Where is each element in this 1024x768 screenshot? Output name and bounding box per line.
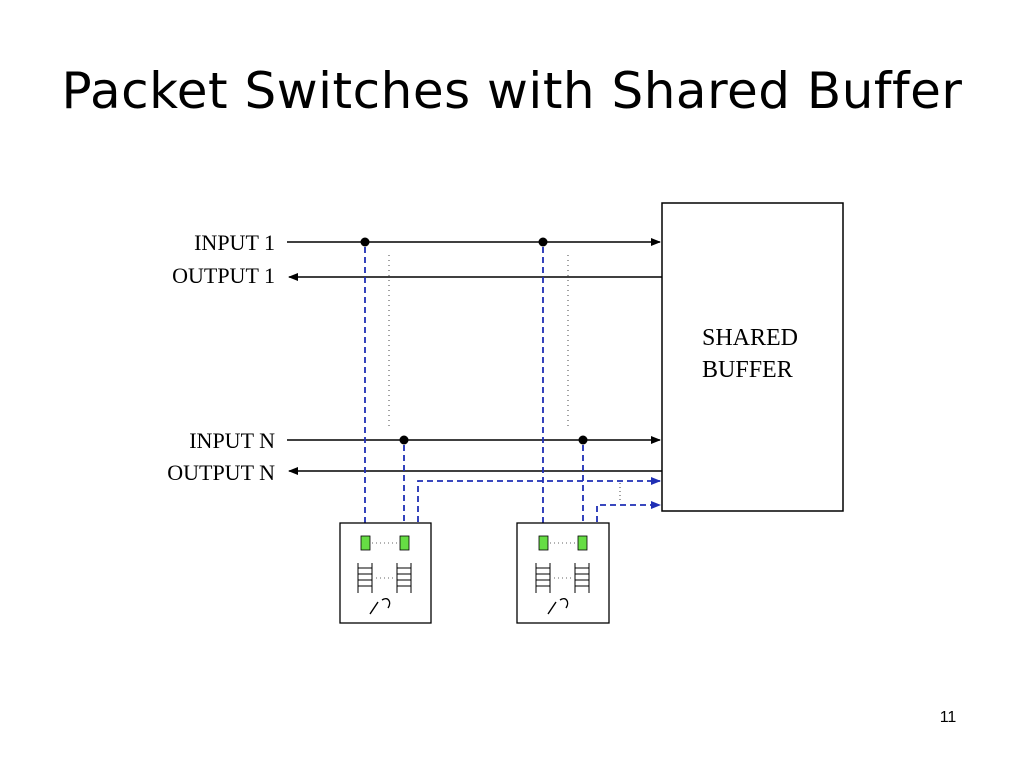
module-box: [339, 522, 432, 624]
shared-buffer-label-line1: SHARED: [702, 325, 798, 351]
switch-icon: [547, 598, 569, 615]
shared-buffer-label-line2: BUFFER: [702, 357, 793, 383]
module-output-path: [596, 501, 661, 522]
queue-head: [577, 535, 588, 551]
queue-head: [360, 535, 371, 551]
tap-dot: [399, 435, 409, 445]
queue-stack: [357, 563, 412, 593]
input-1-label: INPUT 1: [194, 230, 275, 255]
output-n-label: OUTPUT N: [167, 460, 275, 485]
shared-buffer-box: [661, 202, 844, 512]
page-number: 11: [939, 709, 957, 726]
queue-stack: [535, 563, 590, 593]
module-box: [516, 522, 610, 624]
switch-icon: [369, 598, 391, 615]
module-output-path: [417, 477, 661, 522]
queue-head: [538, 535, 549, 551]
output-1-label: OUTPUT 1: [172, 263, 275, 288]
input-n-label: INPUT N: [189, 428, 275, 453]
tap-dot: [578, 435, 588, 445]
queue-head: [399, 535, 410, 551]
address-filter-module-1: [339, 522, 432, 624]
address-filter-module-2: [516, 522, 610, 624]
tap-dot: [538, 237, 548, 247]
tap-dot: [360, 237, 370, 247]
slide-title: Packet Switches with Shared Buffer: [61, 62, 963, 120]
